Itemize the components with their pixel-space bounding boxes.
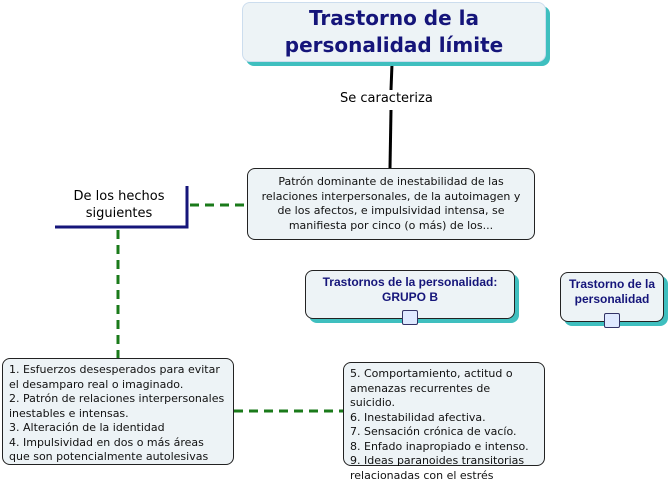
personality-concept[interactable]: Trastorno de la personalidad: [560, 272, 664, 328]
list-item: 3. Alteración de la identidad: [9, 421, 165, 434]
list-item: 6. Inestabilidad afectiva.: [350, 410, 486, 424]
hechos-label: De los hechos siguientes: [73, 189, 165, 221]
list-item: 7. Sensación crónica de vacío.: [350, 425, 517, 438]
link-label: Se caracteriza: [338, 91, 435, 106]
main-concept[interactable]: Trastorno de la personalidad límite: [242, 2, 546, 62]
connector-lines: [55, 63, 394, 413]
list-item: 5. Comportamiento, actitud o amenazas re…: [350, 367, 513, 409]
submap-icon[interactable]: [402, 310, 418, 325]
right-list-concept[interactable]: 5. Comportamiento, actitud o amenazas re…: [343, 362, 545, 482]
submap-icon[interactable]: [604, 313, 620, 328]
left-list-concept[interactable]: 1. Esfuerzos desesperados para evitar el…: [2, 358, 234, 465]
list-item: 9. Ideas paranoides transitorias relacio…: [350, 454, 525, 482]
list-item: 1. Esfuerzos desesperados para evitar el…: [9, 363, 220, 391]
list-item: 4. Impulsividad en dos o más áreas que s…: [9, 435, 209, 464]
list-item: 8. Enfado inapropiado e intenso.: [350, 439, 529, 453]
definition-concept[interactable]: Patrón dominante de inestabilidad de las…: [247, 168, 535, 240]
list-item: 2. Patrón de relaciones interpersonales …: [9, 392, 225, 420]
group-b-concept[interactable]: Trastornos de la personalidad: GRUPO B: [305, 270, 515, 325]
